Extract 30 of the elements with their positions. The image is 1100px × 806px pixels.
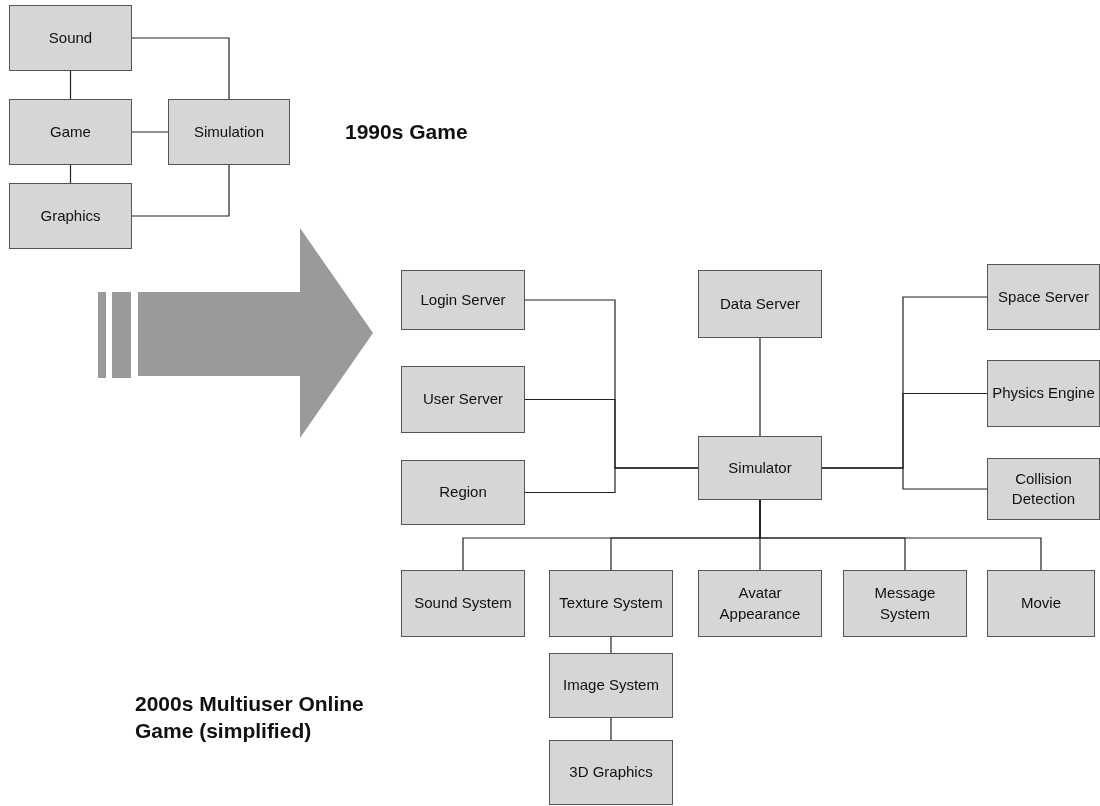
node-label: Message System bbox=[873, 583, 937, 624]
connector-line bbox=[524, 467, 699, 494]
node-label: User Server bbox=[423, 389, 503, 410]
node-label: Space Server bbox=[998, 286, 1089, 307]
node-label: Sound System bbox=[414, 593, 512, 614]
diagram-heading: 2000s Multiuser Online Game (simplified) bbox=[135, 691, 365, 745]
connector-line bbox=[131, 131, 169, 133]
node-label: Collision Detection bbox=[1010, 468, 1077, 509]
connector-line bbox=[69, 70, 72, 100]
node-label: Image System bbox=[563, 675, 659, 696]
node-label: Region bbox=[439, 482, 487, 503]
connector-line bbox=[610, 636, 612, 654]
connector-line bbox=[131, 37, 230, 100]
node-label: Data Server bbox=[719, 293, 800, 314]
connector-line bbox=[759, 337, 761, 437]
node-label: Physics Engine bbox=[992, 383, 1095, 404]
connector-line bbox=[821, 467, 988, 490]
node-label: Graphics bbox=[40, 205, 101, 226]
node-label: Sound bbox=[48, 27, 93, 48]
node-label: Avatar Appearance bbox=[718, 583, 802, 624]
node-label: Simulator bbox=[728, 457, 792, 478]
diagram-title: 1990s Game bbox=[345, 119, 468, 145]
connector-line bbox=[131, 164, 230, 217]
node-label: Login Server bbox=[420, 289, 506, 310]
node-label: Game bbox=[50, 121, 91, 142]
connector-line bbox=[610, 717, 612, 741]
node-label: Texture System bbox=[559, 593, 663, 614]
node-label: Movie bbox=[1021, 593, 1061, 614]
node-label: 3D Graphics bbox=[569, 762, 653, 783]
node-label: Simulation bbox=[193, 121, 264, 142]
